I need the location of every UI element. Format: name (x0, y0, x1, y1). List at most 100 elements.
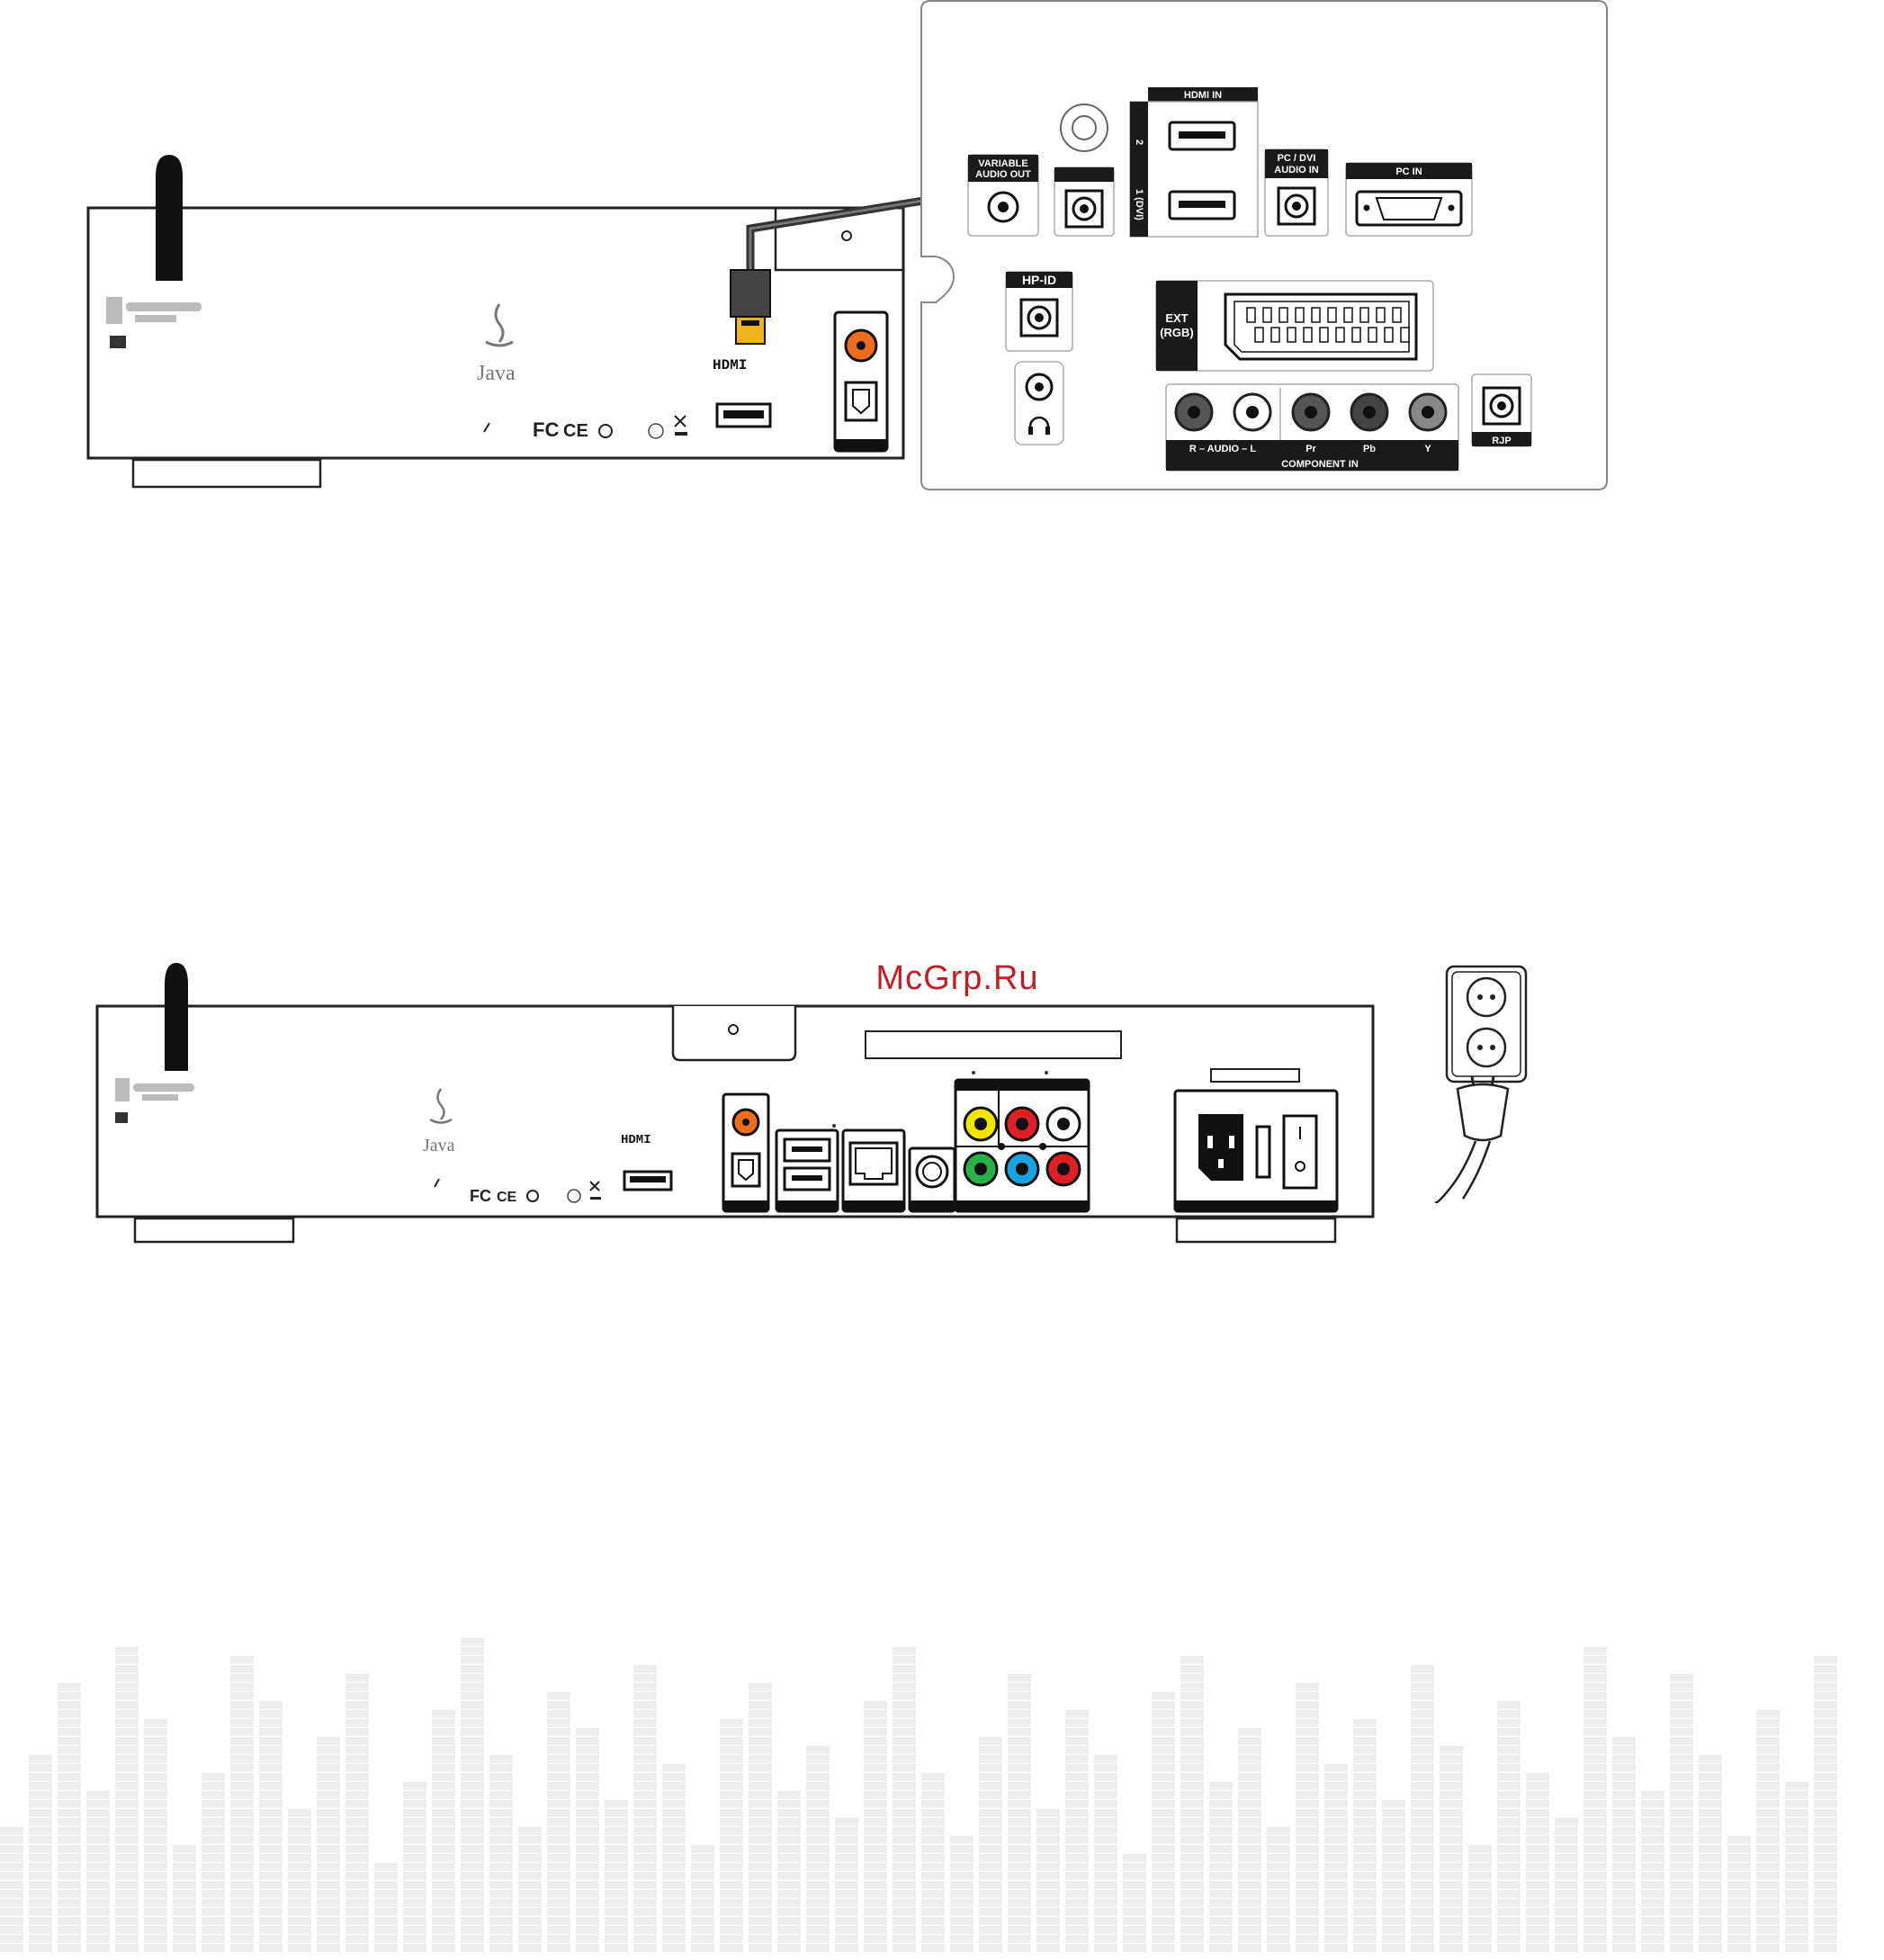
pattern-cell (58, 1755, 81, 1763)
ext-rgb-scart-port[interactable]: EXT (RGB) (1156, 281, 1433, 371)
pattern-cell (1526, 1818, 1549, 1826)
pattern-cell (1036, 1827, 1060, 1835)
lan-port[interactable] (832, 1124, 904, 1211)
pattern-cell (1612, 1935, 1636, 1943)
pattern-cell (921, 1944, 945, 1952)
pattern-cell (461, 1647, 484, 1655)
pattern-cell (288, 1845, 311, 1853)
pattern-cell (749, 1737, 772, 1745)
player-spdif-ports[interactable] (723, 1094, 768, 1211)
pattern-cell (893, 1845, 916, 1853)
pattern-cell (230, 1908, 254, 1916)
pattern-cell (921, 1935, 945, 1943)
av-component-ports[interactable] (955, 1071, 1089, 1211)
pattern-cell (1238, 1854, 1261, 1862)
pattern-cell (259, 1926, 283, 1934)
pattern-cell (893, 1890, 916, 1898)
pattern-cell (1440, 1917, 1463, 1925)
pattern-cell (1814, 1944, 1837, 1952)
hp-id-port[interactable]: HP-ID (1006, 272, 1072, 351)
pattern-cell (576, 1737, 599, 1745)
pattern-cell (1814, 1800, 1837, 1808)
pattern-cell (1353, 1719, 1377, 1727)
pattern-cell (115, 1899, 139, 1907)
pattern-cell (749, 1926, 772, 1934)
pattern-cell (1065, 1899, 1089, 1907)
pattern-cell (633, 1737, 657, 1745)
pattern-cell (979, 1926, 1002, 1934)
pattern-cell (58, 1692, 81, 1700)
pattern-cell (403, 1863, 426, 1871)
pattern-cell (1267, 1899, 1290, 1907)
pattern-cell (230, 1809, 254, 1817)
audio-jack-port[interactable] (1054, 167, 1114, 236)
pattern-cell (1324, 1926, 1348, 1934)
pattern-cell (864, 1872, 887, 1880)
pattern-cell (605, 1881, 628, 1889)
pattern-cell (0, 1926, 23, 1934)
pattern-cell (576, 1944, 599, 1952)
pattern-cell (1526, 1782, 1549, 1790)
pattern-cell (1353, 1737, 1377, 1745)
variable-audio-out-port[interactable]: VARIABLE AUDIO OUT (968, 155, 1038, 236)
pattern-cell (1641, 1944, 1664, 1952)
pattern-cell (749, 1755, 772, 1763)
pattern-cell (1756, 1827, 1780, 1835)
pattern-cell (403, 1782, 426, 1790)
pattern-cell (1526, 1791, 1549, 1799)
pattern-cell (806, 1845, 830, 1853)
pattern-cell (547, 1836, 570, 1844)
pattern-cell (1008, 1746, 1031, 1754)
pattern-cell (633, 1836, 657, 1844)
pattern-cell (1497, 1854, 1521, 1862)
pattern-cell (1727, 1854, 1751, 1862)
pc-dvi-audio-in-port[interactable]: PC / DVI AUDIO IN (1265, 149, 1328, 236)
pattern-cell (1814, 1710, 1837, 1718)
pattern-cell (1353, 1926, 1377, 1934)
pattern-cell (1583, 1728, 1607, 1736)
pattern-cell (432, 1845, 455, 1853)
pattern-cell (864, 1890, 887, 1898)
pattern-cell (950, 1854, 973, 1862)
svg-text:VARIABLE: VARIABLE (978, 158, 1027, 169)
pattern-cell (1641, 1827, 1664, 1835)
pattern-cell (1296, 1899, 1319, 1907)
pc-in-vga-port[interactable]: PC IN (1346, 163, 1472, 236)
pattern-cell (432, 1872, 455, 1880)
player-spdif-ports[interactable] (835, 312, 887, 451)
s-video-port[interactable] (910, 1148, 955, 1211)
pattern-cell (1411, 1890, 1434, 1898)
svg-text:PC IN: PC IN (1395, 166, 1422, 177)
pattern-cell (547, 1899, 570, 1907)
headphone-port[interactable] (1015, 362, 1063, 445)
pattern-cell (1008, 1791, 1031, 1799)
pattern-cell (1238, 1863, 1261, 1871)
pattern-cell (1612, 1863, 1636, 1871)
pattern-cell (58, 1728, 81, 1736)
usb-ports[interactable] (776, 1130, 838, 1211)
pattern-cell (403, 1917, 426, 1925)
pattern-cell (749, 1800, 772, 1808)
pattern-cell (173, 1935, 196, 1943)
pattern-cell (1670, 1872, 1693, 1880)
pattern-cell (1583, 1827, 1607, 1835)
power-inlet-and-switch[interactable] (1175, 1069, 1337, 1211)
pattern-cell (1612, 1800, 1636, 1808)
pattern-cell (1238, 1908, 1261, 1916)
pattern-cell (29, 1926, 52, 1934)
pattern-cell (1180, 1908, 1204, 1916)
pattern-cell (1267, 1944, 1290, 1952)
pattern-cell (202, 1908, 225, 1916)
pattern-cell (1785, 1908, 1808, 1916)
component-in-group[interactable]: R – AUDIO – L Pr Pb Y COMPONENT IN (1166, 384, 1458, 471)
pattern-cell (1296, 1890, 1319, 1898)
pattern-cell (1324, 1782, 1348, 1790)
pattern-cell (1468, 1890, 1492, 1898)
pattern-cell (1497, 1827, 1521, 1835)
pattern-cell (259, 1908, 283, 1916)
pattern-cell (662, 1782, 686, 1790)
pattern-cell (86, 1809, 110, 1817)
rjp-port[interactable]: RJP (1472, 374, 1531, 446)
pattern-cell (893, 1854, 916, 1862)
pattern-cell (720, 1827, 743, 1835)
